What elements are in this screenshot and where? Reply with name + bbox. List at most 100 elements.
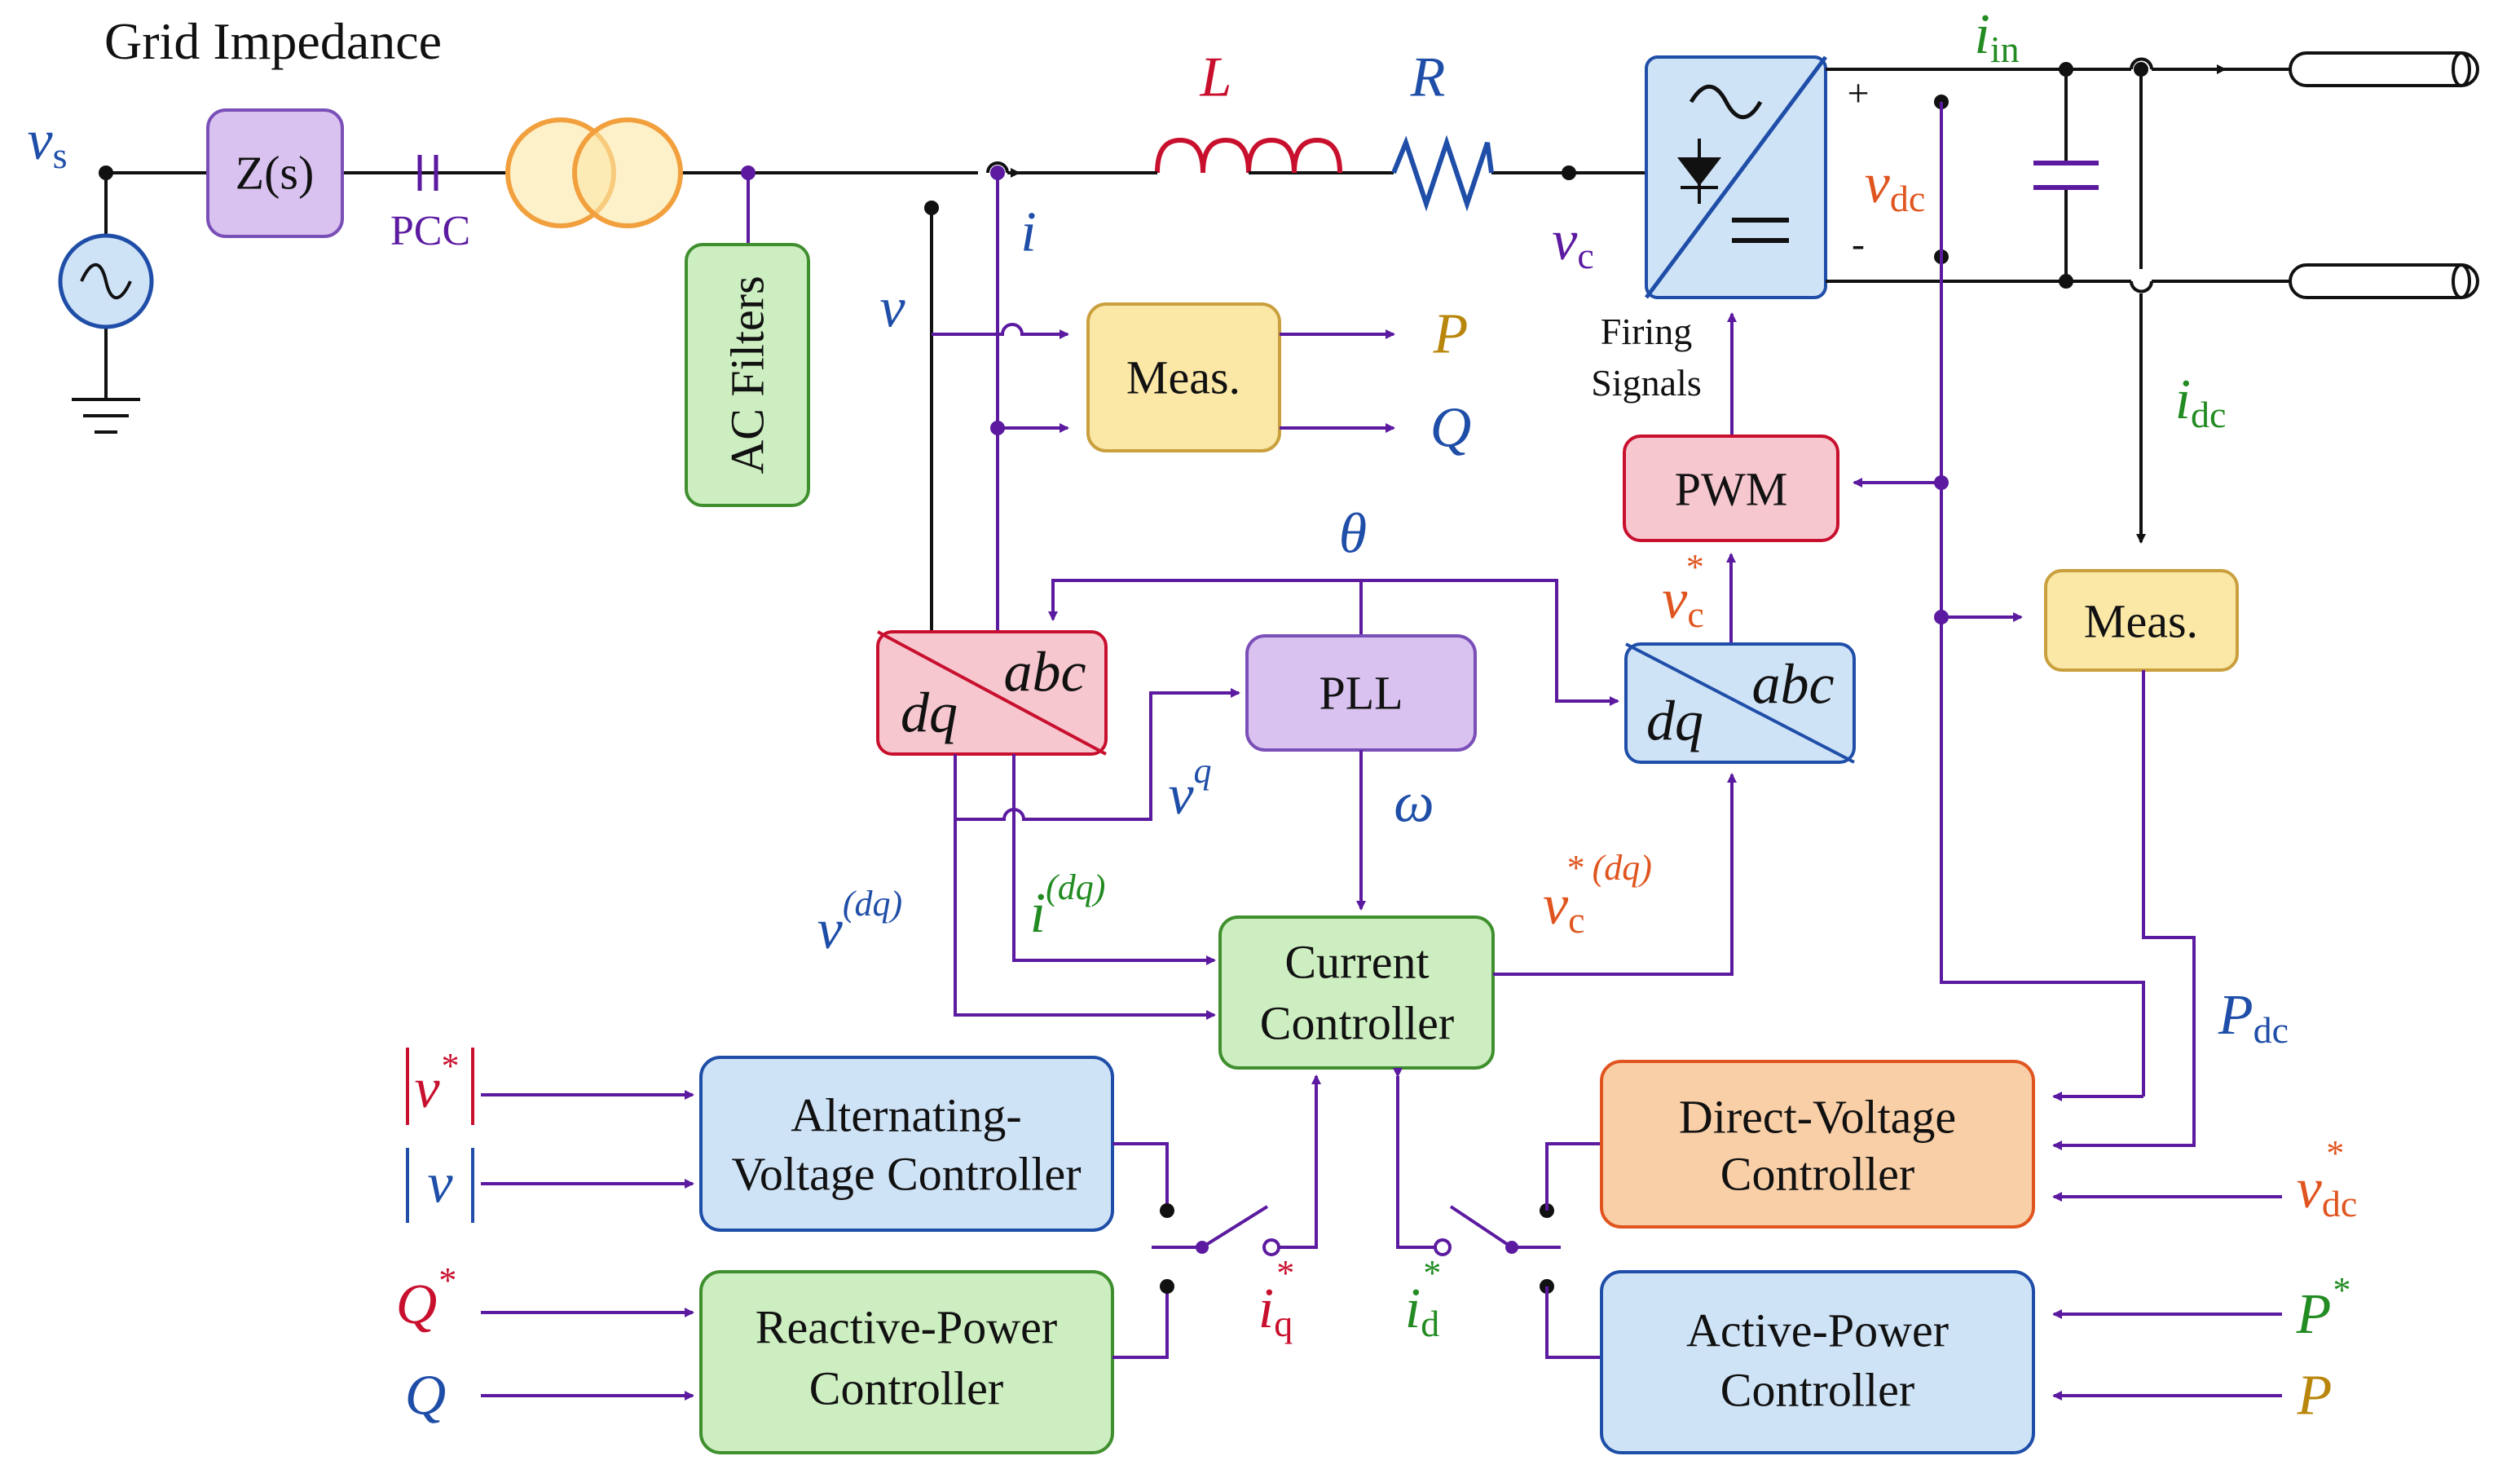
rpc-label-2: Controller [809, 1362, 1003, 1415]
switch-to-apc [1545, 1286, 1601, 1359]
avc-label-1: Alternating- [791, 1089, 1021, 1142]
abc-to-dq-diagonal [877, 630, 1107, 756]
iq-switch-output [1262, 1238, 1280, 1256]
pll-label: PLL [1319, 667, 1403, 720]
dq-to-abc-diagonal [1625, 642, 1855, 764]
apc-label-1: Active-Power [1686, 1304, 1949, 1357]
abc-dq-abc-label: abc [1003, 642, 1086, 704]
vc-dq-to-dq-abc [1493, 773, 1737, 976]
cc-label-1: Current [1284, 936, 1429, 989]
active-power-controller-block [1600, 1270, 2035, 1454]
pwm-label: PWM [1675, 463, 1788, 516]
Q-star-label: Q* [396, 1260, 456, 1336]
idq-to-cc [1012, 754, 1216, 965]
vdc-tap-wire [1940, 102, 2145, 1096]
ground-icon [72, 398, 140, 434]
dvc-label-1: Direct-Voltage [1679, 1091, 1956, 1144]
idq-label: i(dq) [1030, 867, 1106, 945]
direct-voltage-controller-block [1600, 1060, 2035, 1229]
L-label: L [1200, 46, 1232, 109]
avc-to-switch [1112, 1142, 1169, 1211]
vmag-label: v [427, 1153, 453, 1215]
P-label: P [1433, 303, 1469, 366]
dvc-label-2: Controller [1720, 1148, 1914, 1201]
theta-to-dq-abc [1361, 579, 1619, 706]
vc-node [1562, 165, 1576, 180]
id-to-cc [1393, 1068, 1434, 1249]
iq-switch-contact-b [1160, 1279, 1174, 1294]
omega-label: ω [1394, 772, 1434, 835]
resistor-icon [1391, 135, 1494, 212]
line-crossover [986, 161, 1009, 174]
switch-to-dvc [1545, 1142, 1601, 1211]
P-star-label: P* [2296, 1270, 2350, 1346]
vdc-label: vdc [1865, 152, 1926, 219]
iin-label: iin [1974, 3, 2019, 70]
dc-cable-positive [2289, 51, 2479, 87]
P-in-label: P [2297, 1365, 2333, 1427]
pwm-tap-node [1934, 475, 1949, 490]
i-meas-node [990, 421, 1005, 435]
v-label: v [879, 277, 905, 340]
Q-label: Q [1430, 397, 1472, 460]
meas-ac-block [1086, 302, 1281, 452]
vdq-label: v(dq) [817, 884, 902, 961]
meas-dc-label: Meas. [2084, 595, 2198, 648]
converter-dc-icon [1732, 218, 1789, 243]
iq-star-label: iq* [1258, 1253, 1293, 1344]
sine-icon [80, 263, 132, 300]
plus-sign: + [1847, 72, 1869, 115]
dc-cable-end-negative [2452, 263, 2471, 299]
iq-to-cc [1280, 1074, 1321, 1249]
meas-dc-tap-node [1934, 610, 1949, 624]
pcc-marker [417, 155, 438, 191]
inductor-icon [1155, 137, 1342, 174]
converter-ac-icon [1689, 84, 1763, 120]
current-controller-block [1218, 915, 1495, 1070]
vc-star-label: vc* [1662, 547, 1704, 635]
vmag-star-label: v* [414, 1046, 457, 1120]
grid-impedance-block [206, 108, 344, 238]
dq-abc-dq-label: dq [1646, 690, 1703, 753]
R-label: R [1410, 46, 1446, 109]
dq-abc-abc-label: abc [1751, 654, 1834, 717]
transformer-secondary-icon [572, 117, 683, 228]
vq-label: vq [1168, 751, 1211, 827]
capacitor-icon [2033, 161, 2099, 190]
id-switch-pivot [1505, 1241, 1518, 1254]
converter-diagonal [1644, 55, 1828, 299]
pdc-label: Pdc [2218, 984, 2289, 1051]
firing-label-2: Signals [1591, 362, 1701, 404]
dc-cable-negative [2289, 263, 2479, 299]
vcdq-label: vc* (dq) [1543, 848, 1652, 941]
grid-impedance-title: Grid Impedance [104, 12, 442, 70]
apc-label-2: Controller [1720, 1364, 1914, 1417]
firing-label-1: Firing [1601, 311, 1692, 352]
rpc-label-1: Reactive-Power [756, 1301, 1057, 1354]
vdq-to-cc [954, 819, 1216, 1020]
avc-label-2: Voltage Controller [731, 1148, 1081, 1201]
dc-crossover [2130, 57, 2153, 70]
abc-dq-dq-label: dq [901, 682, 958, 745]
vmag-bars [406, 1148, 474, 1223]
iq-switch-contact-a [1160, 1203, 1174, 1218]
rpc-to-switch [1112, 1286, 1169, 1359]
i-label: i [1020, 201, 1036, 264]
iq-switch-pivot [1196, 1241, 1209, 1254]
theta-to-abc-dq [1048, 579, 1363, 636]
pcc-label: PCC [390, 208, 470, 254]
id-switch-output [1434, 1238, 1452, 1256]
theta-label: θ [1339, 503, 1367, 566]
cc-label-2: Controller [1260, 997, 1454, 1050]
alternating-voltage-controller-block [699, 1056, 1114, 1232]
ac-filters-label: AC Filters [721, 276, 774, 474]
id-star-label: id* [1405, 1253, 1439, 1344]
dc-neg-crossover [2130, 280, 2153, 293]
vdc-star-label: vdc* [2297, 1133, 2358, 1224]
vs-label: vs [28, 109, 68, 176]
zs-label: Z(s) [236, 147, 315, 200]
Q-in-label: Q [405, 1365, 447, 1427]
pwm-block [1623, 435, 1839, 542]
diode-icon [1676, 139, 1722, 204]
